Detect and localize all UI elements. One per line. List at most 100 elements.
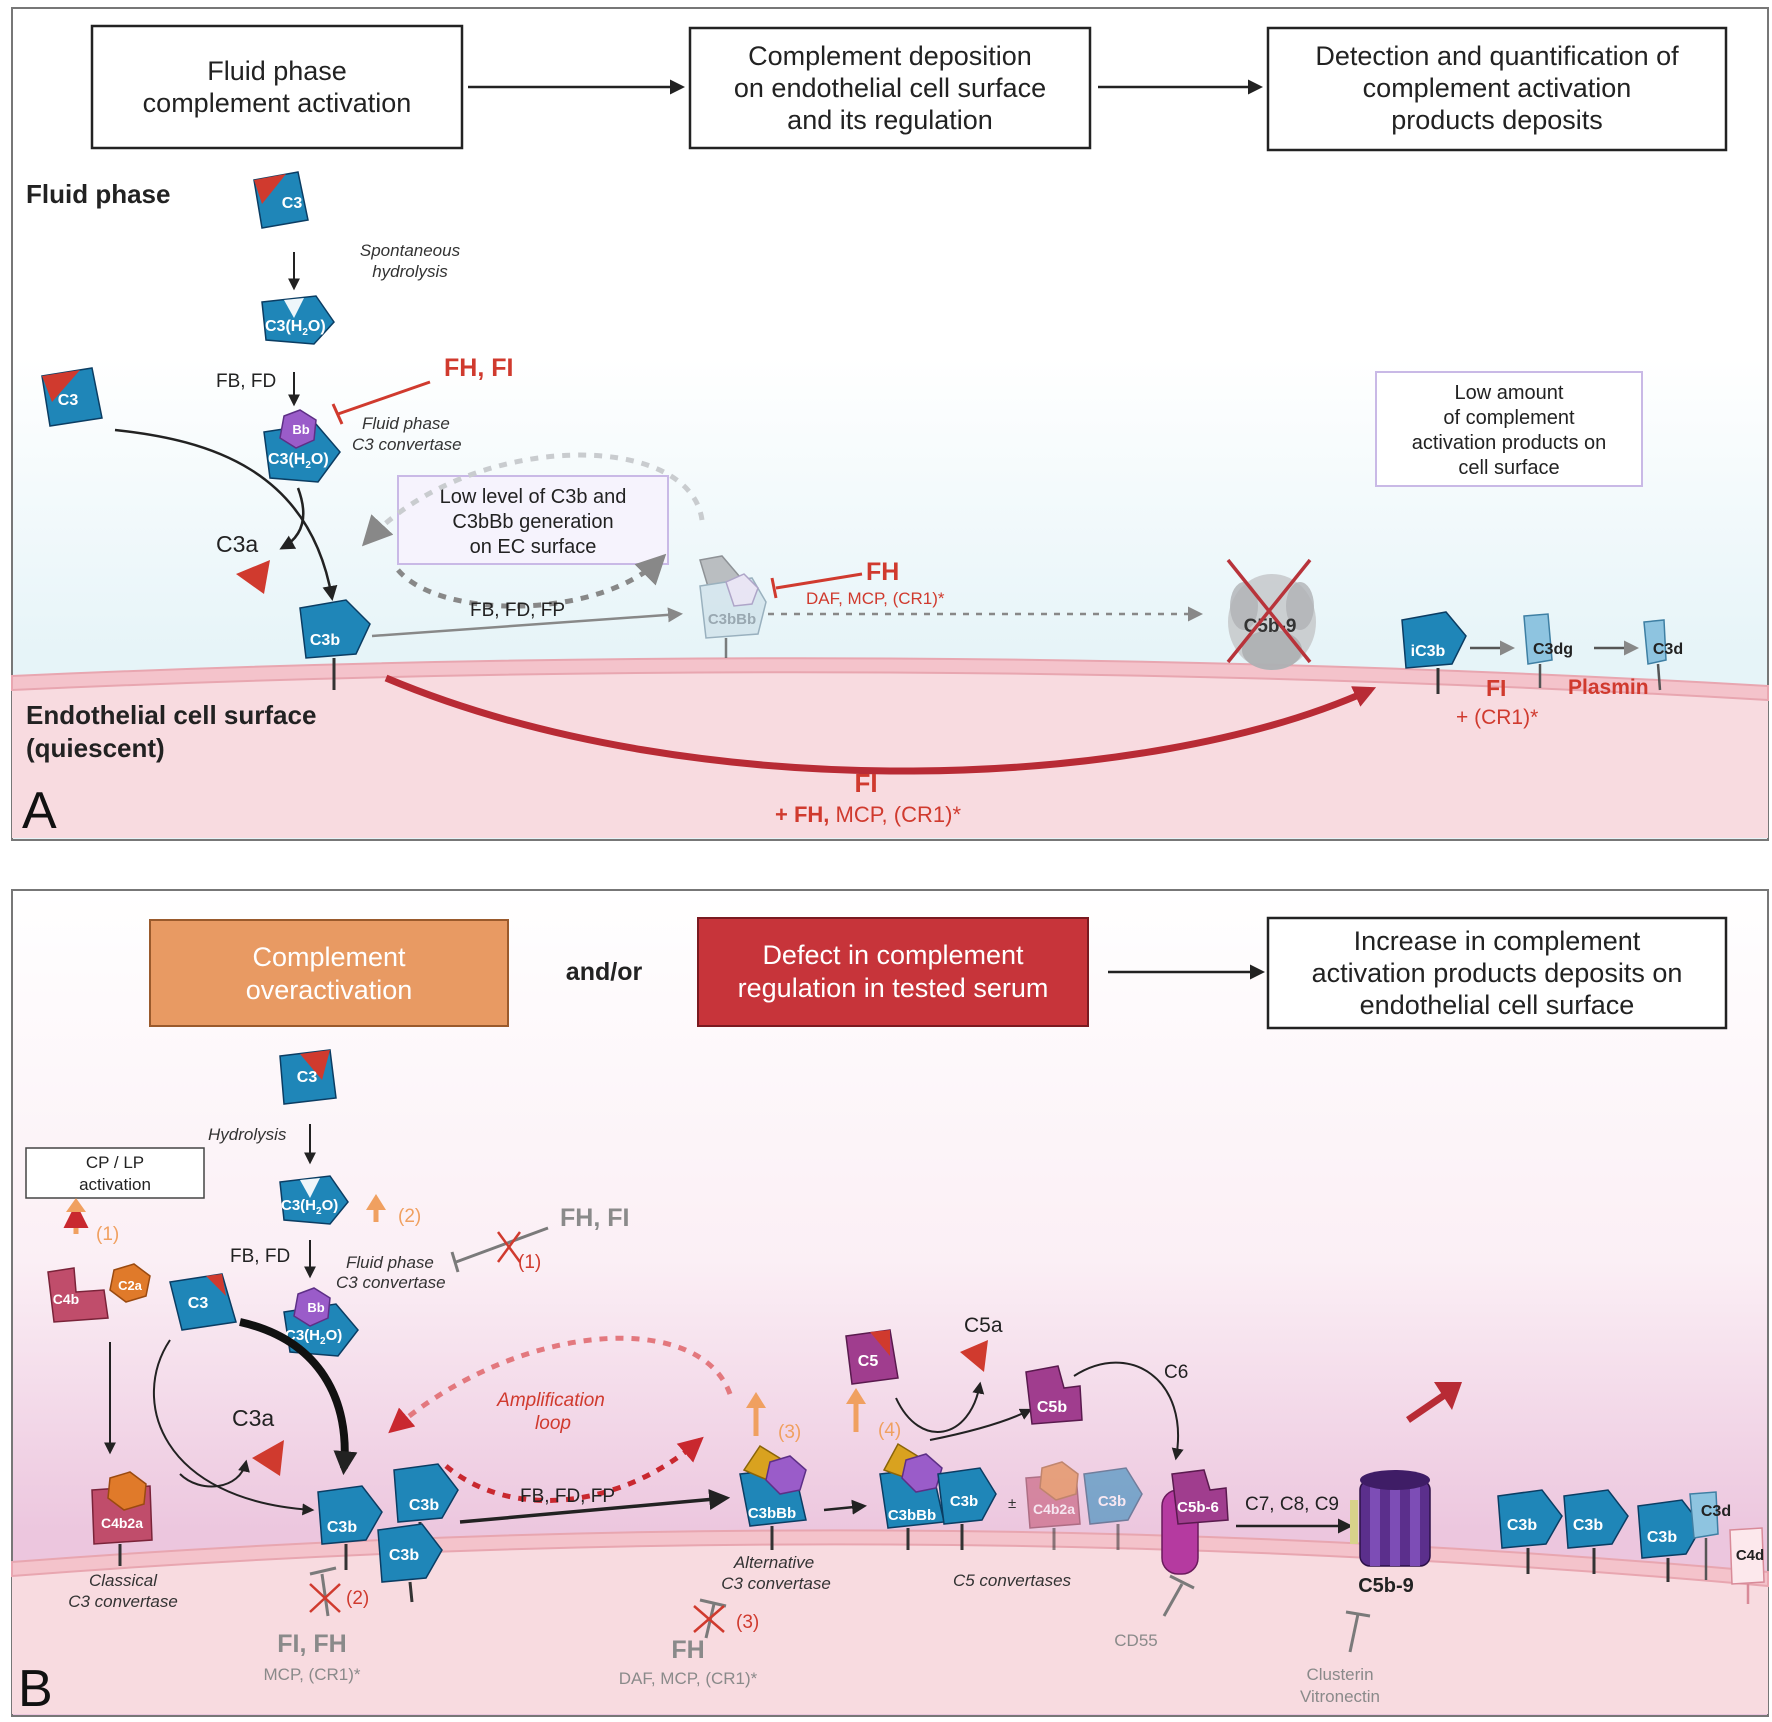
svg-text:C3b: C3b [310,632,340,649]
box-b1-line1: Complement [252,942,406,972]
c5b6-molecule: C5b-6 [1161,1469,1229,1575]
fi-fh-b: FI, FH [277,1630,346,1658]
svg-text:C3(H2O): C3(H2O) [281,1197,338,1217]
svg-text:C3: C3 [188,1295,209,1312]
inhibit-c3bbb-a [775,572,863,590]
low-level-box [397,475,669,565]
c3b-deposit-right1: C3b [1497,1489,1563,1574]
fluid-conv-b-line1: Fluid phase [346,1253,434,1272]
fluid-conv-a-line1: Fluid phase [362,414,450,433]
low-level-line3: on EC surface [470,536,597,558]
svg-text:C3b: C3b [950,1493,978,1510]
c3-molecule-b-left: C3 [169,1273,237,1331]
low-amount-line3: activation products on [1412,432,1607,454]
c5b-molecule: C5b [1025,1365,1083,1425]
label-fluid-phase: Fluid phase [26,179,170,209]
svg-text:C5b-9: C5b-9 [1244,616,1297,637]
fb-fd-fp-b: FB, FD, FP [520,1486,615,1507]
c3b-deposit-right2: C3b [1563,1489,1629,1574]
fh-fi-b: FH, FI [560,1204,629,1232]
svg-text:C3bBb: C3bBb [748,1505,796,1522]
fb-fd-fp-a: FB, FD, FP [470,600,565,621]
arrow-c3b-to-c3bbb-b [459,1489,731,1524]
fluid-conv-b-line2: C3 convertase [336,1273,446,1292]
svg-text:C3bBb: C3bBb [708,611,756,628]
box-a3-line2: complement activation [1363,73,1632,103]
box-a1-line1: Fluid phase [207,56,347,86]
hydrolysis-b: Hydrolysis [208,1125,287,1144]
svg-text:C4b2a: C4b2a [101,1515,143,1531]
box-b1-line2: overactivation [246,975,413,1005]
cr1-a: + (CR1)* [1456,706,1538,729]
arrow-convertase-to-c3a-a [279,487,305,550]
amp-loop-bottom [444,1436,704,1503]
svg-text:C3b: C3b [389,1547,419,1564]
amp-loop-top [388,1335,733,1434]
arrow-c5b-to-c5b6 [1073,1361,1184,1461]
increase-arrow [1406,1391,1448,1423]
orange-up-arrow-3 [746,1392,766,1408]
box-complement-overactivation [149,919,509,1027]
svg-text:Bb: Bb [292,422,309,437]
loop-arrow-bottom-a [396,553,667,609]
svg-text:C3(H2O): C3(H2O) [268,451,329,471]
orange-up-arrow-4 [846,1388,866,1404]
arrow-to-c3a-classical [179,1459,250,1488]
c4d-right: C4d [1729,1527,1765,1604]
svg-text:C5: C5 [858,1353,879,1370]
fb-fd-a: FB, FD [216,371,276,392]
n1-red: (1) [518,1252,541,1273]
cd55-label: CD55 [1114,1631,1157,1650]
orange-up-arrow-2 [366,1194,386,1210]
c5a-label: C5a [964,1314,1003,1337]
box-a1-line2: complement activation [143,88,412,118]
svg-text:C4d: C4d [1736,1547,1764,1564]
box-detection-quantification [1266,26,1728,152]
c3dg-a: C3dg [1523,613,1573,688]
low-amount-line1: Low amount [1455,382,1564,404]
low-amount-box [1375,371,1643,487]
low-amount-line2: of complement [1443,407,1575,429]
box-a2-line2: on endothelial cell surface [734,73,1046,103]
spontaneous-line1: Spontaneous [360,241,461,260]
c5a-fragment [960,1340,988,1372]
arrow-c3-to-c3b-a [114,428,338,601]
box-a3-line1: Detection and quantification of [1315,41,1679,71]
spontaneous-line2: hydrolysis [372,262,448,281]
panel-b: Complement overactivation and/or Defect … [11,889,1769,1718]
c3bbb-alternative-b: C3bBb [739,1444,807,1550]
c3d-a: C3d [1643,619,1683,691]
inhibit-clusterin [1348,1613,1360,1653]
c3a-label-b: C3a [232,1405,274,1431]
arrow-c5-to-c5b [929,1408,1033,1441]
c3b-deposit-b1: C3b [317,1485,383,1570]
cp-lp-line2: activation [79,1175,151,1194]
c3b-surface-a: C3b [299,599,371,690]
cp-lp-line1: CP / LP [86,1153,144,1172]
box-b2-line2: regulation in tested serum [738,973,1049,1003]
n4-orange: (4) [878,1420,901,1441]
svg-text:C3bBb: C3bBb [888,1507,936,1524]
daf-mcp-b: DAF, MCP, (CR1)* [619,1669,758,1688]
n3-orange: (3) [778,1422,801,1443]
svg-text:C3: C3 [58,392,79,409]
c3h2o-molecule-b: C3(H2O) [279,1175,349,1225]
c3a-fragment-b [252,1440,284,1476]
n3-red: (3) [736,1612,759,1633]
low-amount-line4: cell surface [1458,457,1559,479]
fb-fd-b: FB, FD [230,1246,290,1267]
c5-convertase-alt: C3bBb C3b [879,1442,997,1550]
arrow-c3-to-c3b-bold [239,1318,358,1476]
daf-mcp-a: DAF, MCP, (CR1)* [806,589,945,608]
cp-lp-box [25,1147,205,1199]
box-complement-deposition [688,26,1092,150]
svg-text:C3b: C3b [1507,1517,1537,1534]
panel-a: Fluid phase complement activation Comple… [11,7,1769,841]
c3b-deposit-b3: C3b [377,1523,443,1603]
mac-c5b9-crossed-a: C5b-9 [1226,558,1316,670]
c3-molecule-a-top: C3 [253,171,309,229]
svg-text:C4b: C4b [53,1291,79,1307]
svg-text:C3b: C3b [1098,1493,1126,1510]
mac-c5b9-b [1350,1470,1431,1567]
